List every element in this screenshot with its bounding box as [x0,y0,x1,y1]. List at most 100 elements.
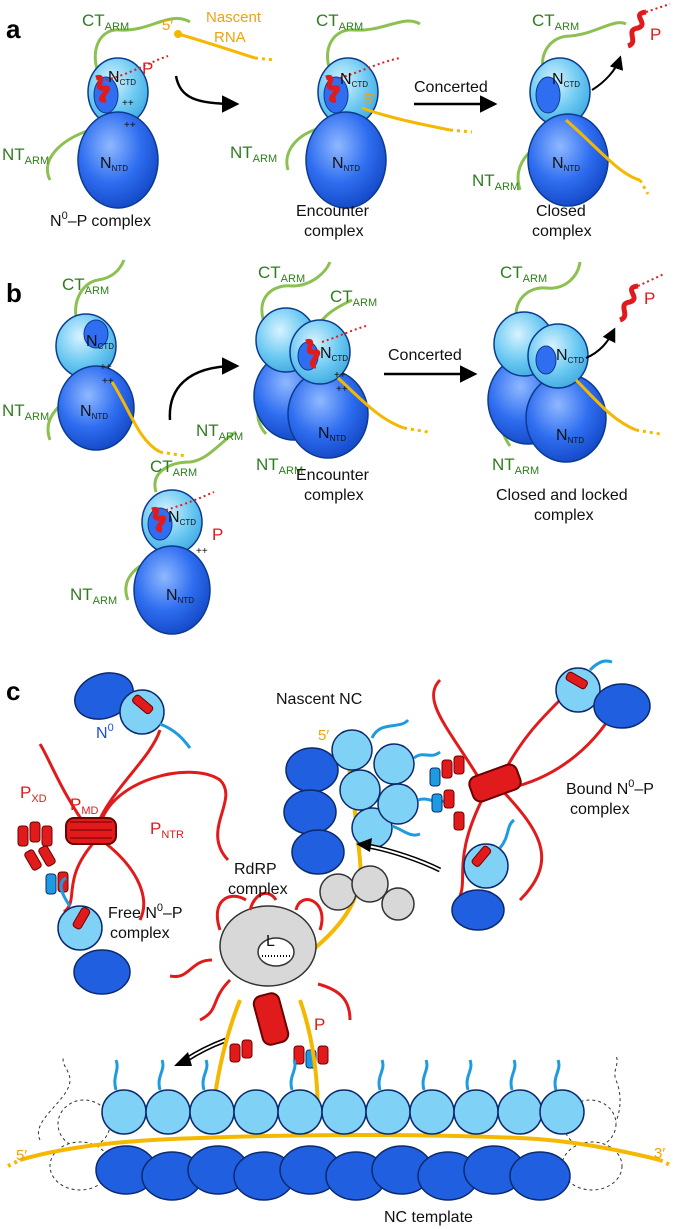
b-closed-locked-complex: CTARM NTARM NCTD NNTD P Closed and locke… [487,261,665,524]
nascent-nc-label: Nascent NC [276,691,362,708]
p-xd-bound-6 [453,811,465,831]
ct-arm-line [540,21,627,81]
nc-light-4 [373,743,415,785]
n-ctd-label: NCTD [556,347,584,365]
n-ntd-domain [57,365,135,451]
bound-n0p-complex: Bound N0–P complex [429,659,654,931]
rna-dots [638,179,650,195]
n-ntd-label: NNTD [552,155,580,173]
n-ntd-label: NNTD [166,587,194,605]
n0-arm-bound [588,659,613,672]
b-n0p-complex-bottom: CTARM NTARM NTARM NCTD NNTD P ++ [70,421,243,635]
n-ctd-label: NCTD [340,71,368,89]
template-light [365,1089,411,1135]
charge-plus-2: ++ [102,376,114,387]
n0-dark-bound [593,683,651,729]
rna-line [336,376,405,430]
template-arms [113,1059,561,1091]
n-ntd-label: NNTD [332,155,360,173]
p-helix [305,338,321,369]
n-ctd-label: NCTD [168,509,196,527]
rna-dots [449,128,473,134]
a-n0p-complex: CTARM NTARM NCTD NNTD P 5′ Nascent RNA +… [2,9,276,230]
nc-dark-2 [283,789,337,835]
a-arrow-1 [174,75,240,113]
n0-arm [159,722,192,749]
template-light [497,1089,543,1135]
template-light [233,1089,279,1135]
n-ntd-domain [527,113,609,207]
encounter-line2: complex [304,487,364,504]
p-md-bundle-bound [468,763,522,803]
gray-bead-2 [351,865,389,903]
template-rna-dots [7,1158,673,1168]
p-md-rdrp [252,992,290,1046]
n0-dark-2 [73,949,131,995]
a-closed-complex: CTARM NTARM NCTD NNTD P Closed complex [472,3,671,240]
p-helix [151,506,167,533]
p-xd-bound-5 [443,789,455,809]
gray-beads [319,865,415,921]
rdrp-label-2: complex [228,881,288,898]
n-ntd-domain [133,545,211,635]
p-xd-rdrp-2 [241,1039,253,1059]
p-cyl [132,694,154,715]
template-light [409,1089,455,1135]
rna-line [565,118,641,182]
p-xd-bound-2 [441,759,453,779]
n0-arm-bound-2 [498,818,516,849]
panel-c-letter: c [6,676,20,706]
ct-arm-label: CTARM [258,263,305,285]
p-xd-bound-4 [431,793,443,813]
panel-b-letter: b [6,278,22,308]
p-cyl-bound [565,671,588,690]
p-label-rdrp: P [314,1015,325,1034]
ct-arm-line [93,16,191,73]
panel-a-letter: a [6,14,21,44]
ct-arm-label: CTARM [82,11,129,33]
five-prime-label: 5′ [364,91,375,108]
template-light [453,1089,499,1135]
p-ntr-label: PNTR [150,819,184,841]
template-light [145,1089,191,1135]
nc-arms [370,718,447,837]
p-label: P [142,59,153,78]
ct-arm-label: CTARM [316,11,363,33]
nt-arm-label-top: NTARM [196,421,243,443]
n0-dark-bound-2 [451,889,505,931]
ct-arm-line [514,261,582,327]
p-xd-3 [41,825,53,847]
gray-bead-1 [319,873,357,911]
rdrp-label-1: RdRP [234,861,277,878]
charge-plus: ++ [122,98,134,109]
template-light [101,1089,147,1135]
b-arrow-1 [168,357,240,421]
rna-5prime-dot [174,30,182,38]
nt-arm-label: NTARM [2,145,49,167]
n-ctd-label: NCTD [320,345,348,363]
nt-arm-label: NTARM [70,585,117,607]
charge-plus-2: ++ [336,384,348,395]
bound-label-2: complex [570,801,630,818]
n-ctd-inner [535,76,561,114]
n-ctd-inner [83,319,109,349]
ct-arm-line [74,259,126,327]
nascent-rna-line [177,32,256,60]
template-dark [509,1151,571,1201]
delivery-arrow-head [356,838,372,852]
encounter-line1: Encounter [296,203,370,220]
p-tail [105,55,169,81]
nc-light-1 [331,729,373,771]
nt-arm-label: NTARM [230,143,277,165]
free-n0p-complex: N0 PXD PMD PNTR Free N0–P complex [17,672,230,995]
bound-label-1: Bound N0–P [566,778,654,798]
p-md-stripes [70,821,112,839]
nc-template: 5′ 3′ NC template [7,1055,673,1226]
b-encounter-complex: CTARM CTARM NTARM NCTD NNTD ++ ++ Encoun… [253,261,429,504]
nascent-nc: Nascent NC 5′ [276,691,447,962]
p-tentacles-rdrp [169,891,352,1022]
n0-light-bound-2 [463,843,509,889]
five-prime-label: 5′ [162,17,173,34]
delivery-arrow-outer [367,843,442,873]
